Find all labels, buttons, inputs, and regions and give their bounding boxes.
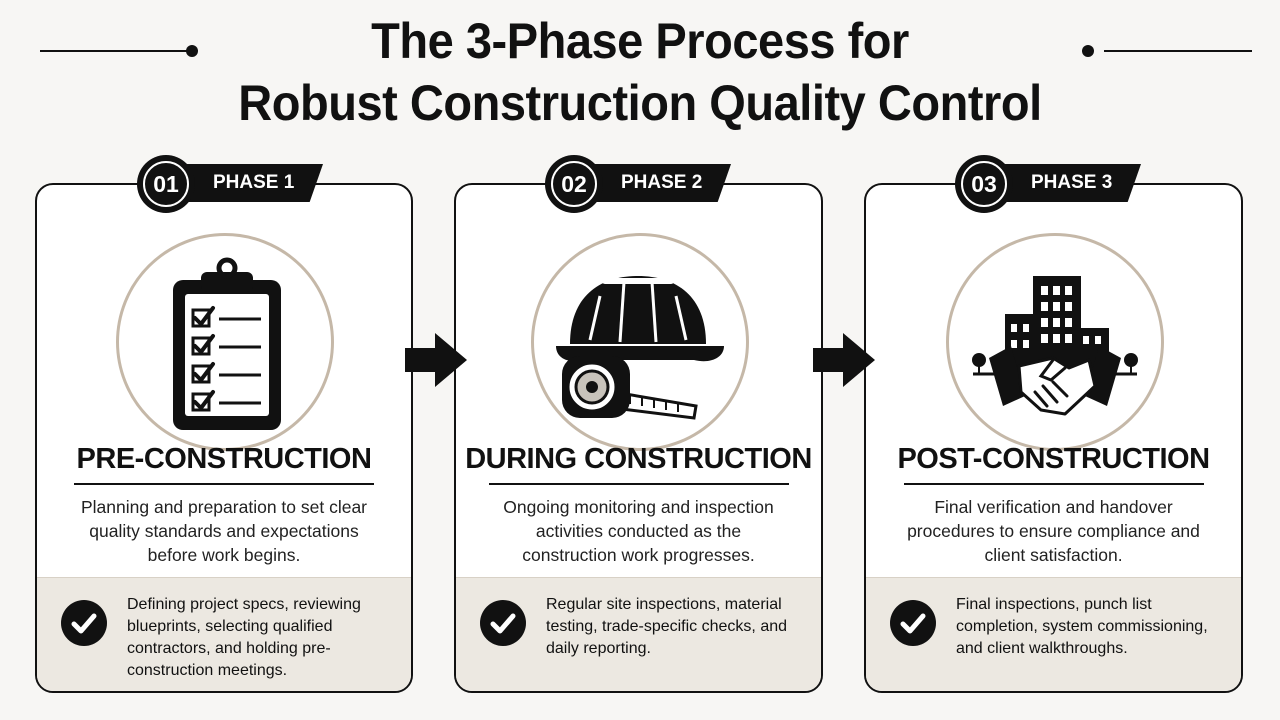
arrow-right-icon bbox=[405, 333, 467, 387]
phase-number: 03 bbox=[961, 161, 1007, 207]
phase-description: Ongoing monitoring and inspection activi… bbox=[503, 497, 774, 565]
phase-details-text: Final inspections, punch list completion… bbox=[956, 596, 1208, 657]
phase-label: PHASE 1 bbox=[175, 164, 323, 202]
phase-number: 01 bbox=[143, 161, 189, 207]
title-line-1: The 3-Phase Process for bbox=[371, 13, 909, 69]
building-handshake-icon bbox=[945, 233, 1164, 451]
phase-title: PRE-CONSTRUCTION bbox=[37, 443, 411, 485]
hard-hat-tape-measure-icon bbox=[530, 233, 749, 451]
clipboard-checklist-icon bbox=[116, 233, 334, 451]
phase-title: DURING CONSTRUCTION bbox=[456, 443, 821, 485]
checkmark-icon bbox=[61, 600, 107, 646]
phase-details: Final inspections, punch list completion… bbox=[866, 577, 1241, 691]
phase-details: Defining project specs, reviewing bluepr… bbox=[37, 577, 411, 691]
phase-number-badge: 02 bbox=[545, 155, 603, 213]
phase-label: PHASE 2 bbox=[583, 164, 731, 202]
phase-card-3: POST-CONSTRUCTION Final verification and… bbox=[864, 183, 1243, 693]
phase-details-text: Defining project specs, reviewing bluepr… bbox=[127, 596, 361, 679]
checkmark-icon bbox=[480, 600, 526, 646]
phase-number-badge: 03 bbox=[955, 155, 1013, 213]
page-title: The 3-Phase Process for Robust Construct… bbox=[38, 10, 1241, 134]
phase-description: Final verification and handover procedur… bbox=[907, 497, 1200, 565]
phase-number-badge: 01 bbox=[137, 155, 195, 213]
arrow-right-icon bbox=[813, 333, 875, 387]
phase-card-2: DURING CONSTRUCTION Ongoing monitoring a… bbox=[454, 183, 823, 693]
checkmark-icon bbox=[890, 600, 936, 646]
phase-details-text: Regular site inspections, material testi… bbox=[546, 596, 788, 657]
title-decoration-right bbox=[1082, 40, 1252, 62]
phase-title: POST-CONSTRUCTION bbox=[866, 443, 1241, 485]
title-line-2: Robust Construction Quality Control bbox=[238, 75, 1042, 131]
phase-label: PHASE 3 bbox=[993, 164, 1141, 202]
phase-card-1: PRE-CONSTRUCTION Planning and preparatio… bbox=[35, 183, 413, 693]
phase-details: Regular site inspections, material testi… bbox=[456, 577, 821, 691]
phase-description: Planning and preparation to set clear qu… bbox=[80, 497, 368, 565]
title-decoration-left bbox=[40, 40, 210, 62]
phase-number: 02 bbox=[551, 161, 597, 207]
